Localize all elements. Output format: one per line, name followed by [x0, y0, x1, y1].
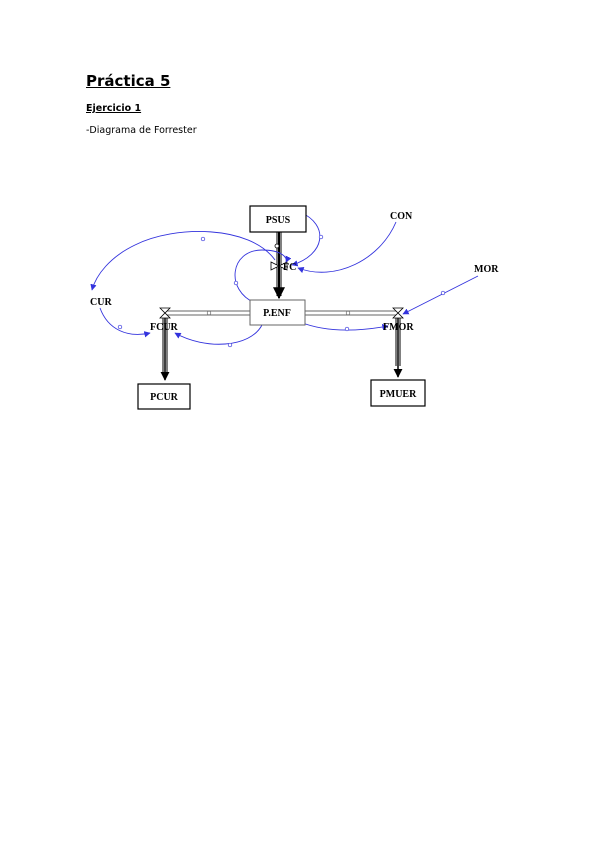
exercise-heading: Ejercicio 1: [86, 103, 142, 114]
link-midpoints: [117, 234, 446, 348]
stock-penf: P.ENF: [249, 299, 306, 326]
page-title: Práctica 5: [86, 72, 171, 90]
flow-fc-label: FC: [283, 262, 296, 273]
stock-penf-label: P.ENF: [263, 308, 291, 319]
stock-psus-label: PSUS: [266, 215, 291, 226]
aux-cur-label: CUR: [90, 297, 112, 308]
stock-pmuer: PMUER: [370, 379, 426, 407]
valves: [159, 243, 404, 319]
valve-fc: [270, 261, 288, 271]
flow-fmor-label: FMOR: [383, 322, 414, 333]
information-links: [90, 211, 479, 345]
stock-pmuer-label: PMUER: [380, 389, 417, 400]
valve-fcur: [159, 307, 171, 319]
stock-pcur-label: PCUR: [150, 392, 179, 403]
stock-psus: PSUS: [249, 205, 307, 233]
flow-pipes: [160, 232, 403, 381]
flow-fcur-label: FCUR: [150, 322, 179, 333]
diagram-caption: -Diagrama de Forrester: [86, 125, 197, 136]
valve-fmor: [392, 307, 404, 319]
aux-con-label: CON: [390, 211, 413, 222]
aux-mor-label: MOR: [474, 264, 499, 275]
stock-pcur: PCUR: [137, 383, 191, 410]
